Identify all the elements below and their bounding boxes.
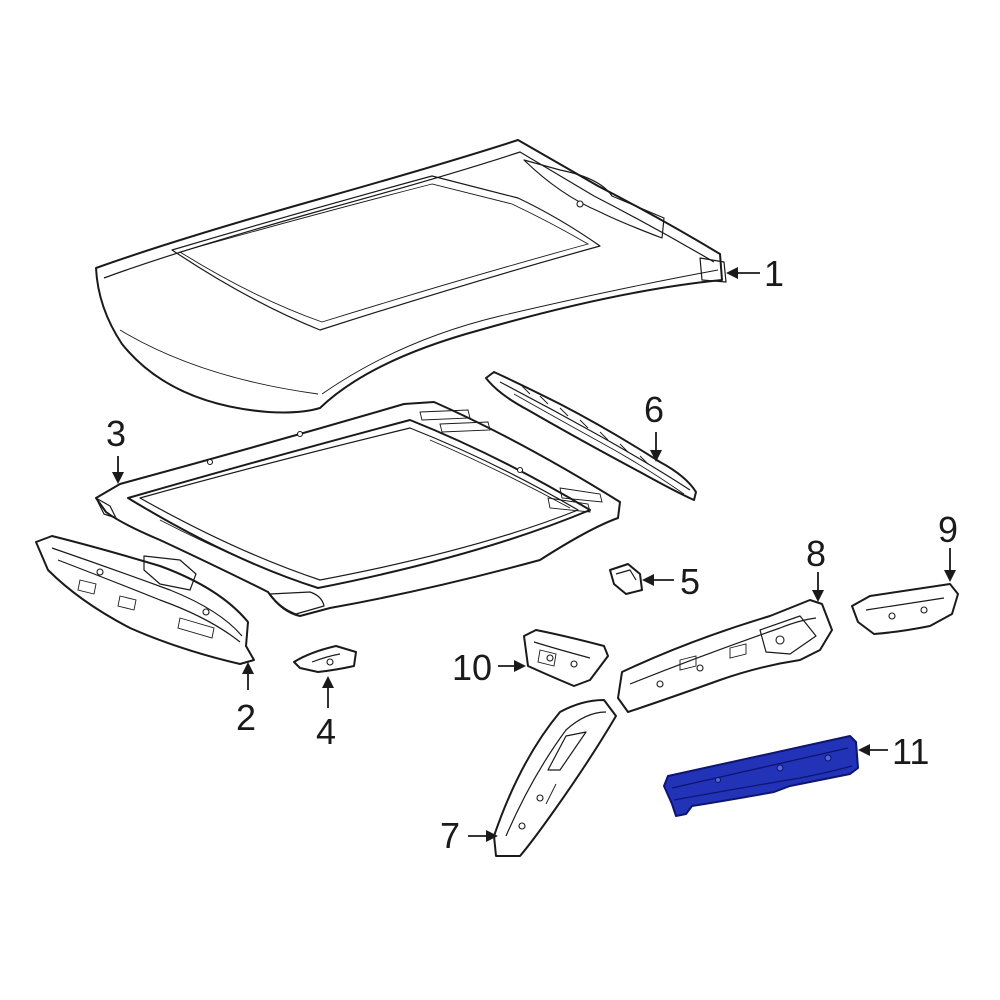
callout-9[interactable]: 9 (938, 509, 958, 550)
callout-5[interactable]: 5 (680, 561, 700, 602)
part-2-front-header[interactable] (35, 535, 255, 665)
callout-1[interactable]: 1 (764, 253, 784, 294)
callout-11[interactable]: 11 (892, 731, 929, 772)
part-10-bracket[interactable] (523, 629, 609, 687)
callout-arrows (112, 267, 956, 842)
callout-3[interactable]: 3 (106, 413, 126, 454)
part-1-roof-panel[interactable] (95, 139, 727, 414)
part-7-pillar[interactable] (493, 699, 617, 857)
part-6-roof-rail[interactable] (485, 371, 697, 501)
part-4-bracket[interactable] (293, 645, 357, 673)
part-8-rail[interactable] (617, 599, 833, 713)
callout-8[interactable]: 8 (806, 533, 826, 574)
part-9-bracket[interactable] (851, 583, 959, 635)
callout-7[interactable]: 7 (440, 815, 460, 856)
part-11-reinforcement-highlighted[interactable] (663, 735, 859, 817)
callout-6[interactable]: 6 (644, 389, 664, 430)
part-5-clip[interactable] (609, 563, 643, 595)
part-3-roof-frame[interactable] (95, 401, 621, 617)
callout-2[interactable]: 2 (236, 697, 256, 738)
callout-4[interactable]: 4 (316, 711, 336, 752)
callout-labels: 1 2 3 4 5 6 7 8 9 10 11 (106, 253, 958, 856)
callout-10[interactable]: 10 (452, 647, 492, 688)
